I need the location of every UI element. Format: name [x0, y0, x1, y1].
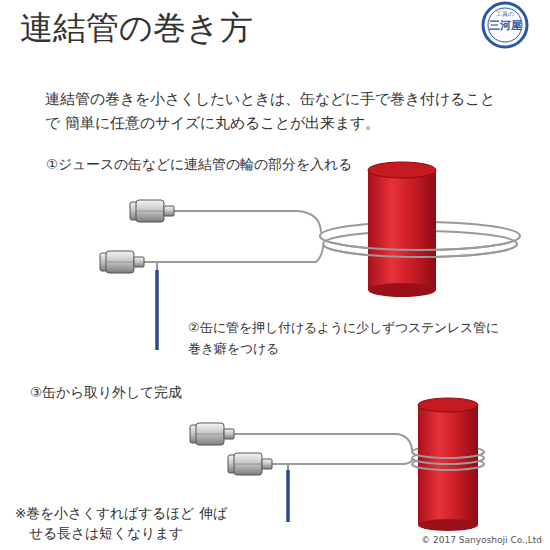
note-text: ※巻を小さくすればするほど 伸ばせる長さは短くなります: [15, 503, 229, 543]
logo-text: 三河屋: [485, 19, 525, 32]
step-text: ①ジュースの缶などに連結管の輪の部分を入れる: [46, 154, 352, 174]
flare-nut: [190, 423, 234, 445]
flare-nut: [228, 453, 272, 475]
insulation-tube: [286, 470, 290, 522]
step-text: ③缶から取り外して完成: [30, 382, 182, 402]
insulation-tube: [155, 270, 159, 350]
juice-can: [368, 162, 436, 297]
intro-text: 連結管の巻きを小さくしたいときは、缶などに手で巻き付けることで 簡単に任意のサイ…: [45, 87, 500, 135]
flare-nut: [130, 200, 174, 222]
step-text: ②缶に管を押し付けるように少しずつステンレス管に 巻き癖をつける: [188, 317, 508, 359]
coil-front: [412, 452, 484, 470]
copyright: © 2017 Sanyoshoji Co.,Ltd: [421, 534, 542, 546]
flare-nut: [100, 251, 144, 273]
tube-rings-front: [320, 236, 520, 257]
page-title: 連結管の巻き方: [20, 6, 253, 50]
logo-ring: [483, 3, 527, 47]
logo-text: 工具の: [485, 10, 525, 17]
steel-tube: [144, 211, 323, 270]
